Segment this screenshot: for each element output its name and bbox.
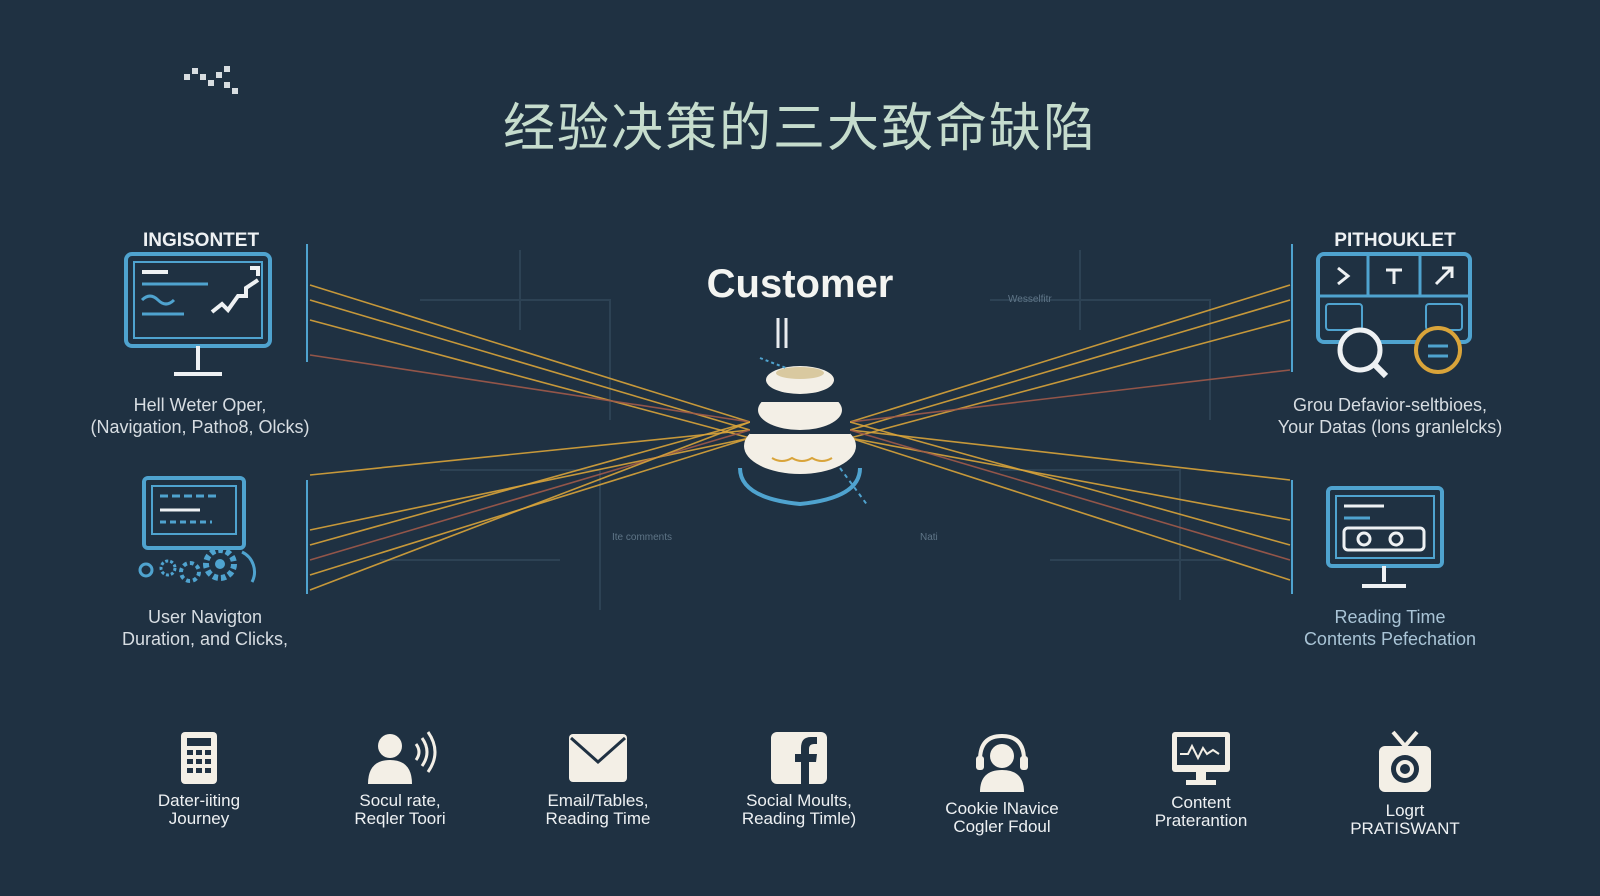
caption-top-right-line1: Grou Defavior-seltbioes, (1292, 395, 1488, 415)
caption-bottom-left-line1: User Navigton (147, 607, 263, 627)
bottom-item-6: Content Praterantion (1106, 730, 1296, 830)
right-ray-4 (849, 369, 1291, 423)
left-ray-3 (309, 319, 751, 439)
customer-hub-icon (738, 318, 869, 507)
right-ray-1 (849, 284, 1291, 423)
bottom-item-1: Dater-iiting Journey (104, 730, 294, 828)
bottom-caption-5-line1: Cookie lNavice (945, 799, 1059, 818)
email-icon (569, 734, 627, 782)
bottom-caption-1: Dater-iiting Journey (104, 792, 294, 828)
bottom-caption-6-line1: Content (1171, 793, 1231, 812)
page-title: 经验决策的三大致命缺陷 (502, 99, 1097, 159)
right-ray-2 (849, 299, 1291, 431)
faint-label-right: Nati (920, 532, 938, 543)
caption-bottom-left-line2: Duration, and Clicks, (121, 629, 289, 649)
headset-user-icon (976, 733, 1028, 792)
right-ray-8 (849, 429, 1291, 561)
monitor-pulse-icon (1172, 732, 1230, 785)
caption-top-left-line1: Hell Weter Oper, (133, 395, 267, 415)
right-ray-7 (849, 421, 1291, 546)
faint-label-left: Ite comments (612, 532, 673, 543)
caption-top-right-line2: Your Datas (lons granlelcks) (1277, 417, 1503, 437)
dashboard-search-icon (1316, 252, 1472, 379)
bottom-caption-4-line2: Reading Timle) (741, 809, 857, 828)
monitor-chart-icon (124, 252, 272, 376)
left-ray-1 (309, 284, 751, 423)
left-ray-2 (309, 299, 751, 431)
tv-icon (1379, 730, 1431, 792)
bottom-caption-1-line2: Journey (168, 809, 230, 828)
caption-top-right: Grou Defavior-seltbioes, Your Datas (lon… (1240, 394, 1540, 438)
left-ray-4 (309, 354, 751, 423)
facebook-icon (771, 732, 827, 784)
bottom-caption-6: Content Praterantion (1106, 794, 1296, 830)
bottom-caption-2-line1: Socul rate, (359, 791, 441, 810)
bottom-caption-3-line1: Email/Tables, (547, 791, 649, 810)
left-ray-10 (309, 421, 751, 591)
bottom-item-4: Social Moults, Reading Timle) (704, 730, 894, 828)
bottom-caption-4-line1: Social Moults, (746, 791, 852, 810)
left-ray-7 (309, 421, 751, 546)
panel-heading-top-right: PITHOUKLET (1334, 230, 1456, 251)
right-ray-9 (849, 437, 1291, 581)
monitor-gears-icon (138, 476, 256, 583)
right-ray-3 (849, 319, 1291, 439)
panel-heading-top-left: INGISONTET (142, 230, 260, 251)
user-speaking-icon (368, 731, 437, 784)
bottom-caption-7-line1: Logrt (1385, 801, 1425, 820)
bottom-caption-4: Social Moults, Reading Timle) (704, 792, 894, 828)
caption-bottom-right-line2: Contents Pefechation (1303, 629, 1477, 649)
center-label: Customer (706, 262, 894, 306)
bottom-caption-2: Socul rate, Reqler Toori (305, 792, 495, 828)
bottom-caption-7-line2: PRATISWANT (1350, 819, 1460, 838)
bottom-item-3: Email/Tables, Reading Time (503, 730, 693, 828)
right-ray-5 (849, 429, 1291, 481)
caption-bottom-left: User Navigton Duration, and Clicks, (80, 606, 330, 650)
monitor-search-icon (1326, 486, 1444, 588)
bottom-item-2: Socul rate, Reqler Toori (305, 730, 495, 828)
logo-icon (184, 66, 238, 94)
bottom-caption-5: Cookie lNavice Cogler Fdoul (907, 800, 1097, 836)
bottom-item-5: Cookie lNavice Cogler Fdoul (907, 730, 1097, 836)
faint-label-top-right: Wesselfitr (1008, 294, 1052, 305)
left-ray-5 (309, 429, 751, 476)
rays-right (849, 284, 1291, 581)
left-ray-8 (309, 429, 751, 561)
rays-left (309, 284, 751, 591)
bottom-caption-2-line2: Reqler Toori (354, 809, 446, 828)
bottom-item-7: Logrt PRATISWANT (1310, 730, 1500, 838)
bottom-caption-7: Logrt PRATISWANT (1310, 802, 1500, 838)
caption-bottom-right: Reading Time Contents Pefechation (1250, 606, 1530, 650)
bottom-caption-6-line2: Praterantion (1154, 811, 1248, 830)
caption-top-left: Hell Weter Oper, (Navigation, Patho8, Ol… (60, 394, 340, 438)
bottom-caption-1-line1: Dater-iiting (157, 791, 241, 810)
bottom-caption-5-line2: Cogler Fdoul (953, 817, 1051, 836)
caption-bottom-right-line1: Reading Time (1334, 607, 1446, 627)
calculator-icon (181, 732, 217, 784)
bottom-caption-3-line2: Reading Time (545, 809, 651, 828)
caption-top-left-line2: (Navigation, Patho8, Olcks) (90, 417, 310, 437)
bottom-caption-3: Email/Tables, Reading Time (503, 792, 693, 828)
